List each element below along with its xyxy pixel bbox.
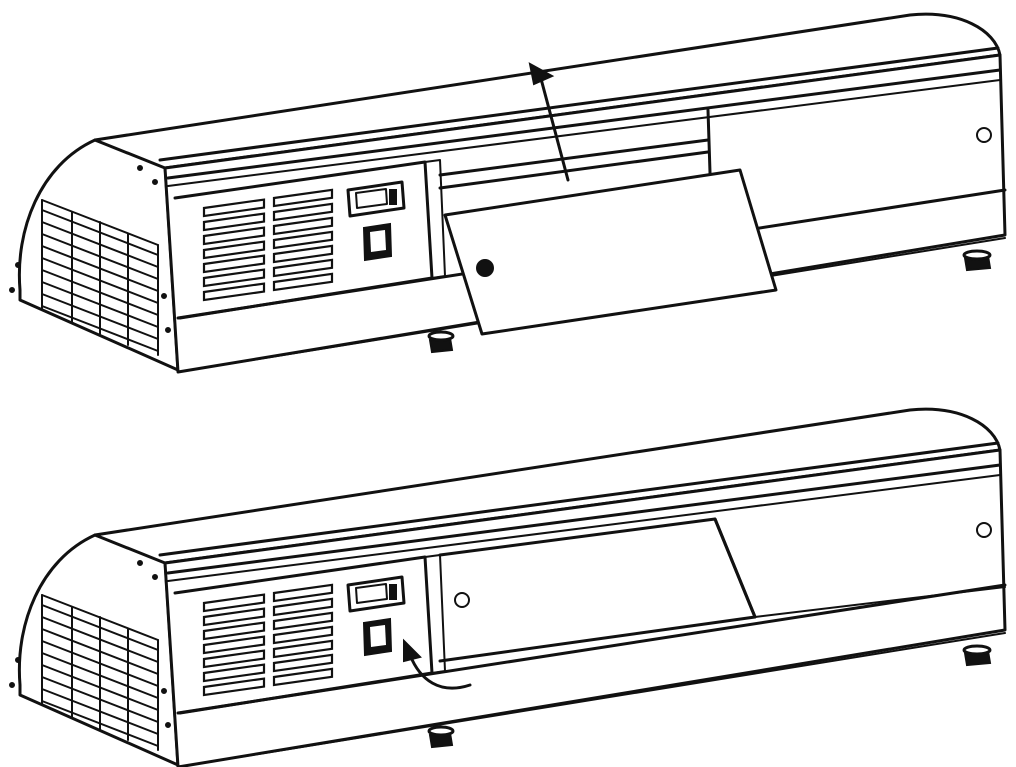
curved-arrow-icon: [408, 653, 472, 690]
lid-knob-icon: [454, 592, 470, 608]
figure-top: [8, 12, 1007, 374]
arrow-up-icon: [538, 73, 570, 182]
lid-knob-icon: [476, 259, 494, 277]
figure-bottom: [8, 407, 1007, 767]
lid-panel: [443, 168, 778, 336]
top-rail: [438, 138, 710, 177]
